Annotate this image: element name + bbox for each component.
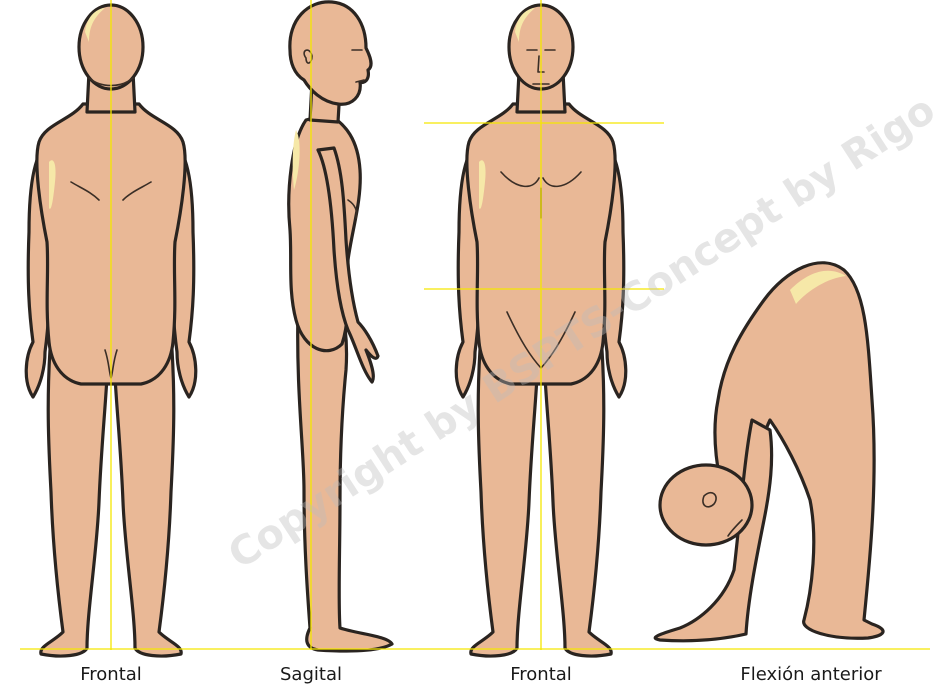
caption-front-view: Frontal [510,664,572,685]
caption-back-view: Frontal [80,664,142,685]
forward-bend-figure [655,263,883,641]
caption-side-view: Sagital [280,664,342,685]
side-view-figure [289,2,392,651]
caption-forward-bend-view: Flexión anterior [740,664,881,685]
